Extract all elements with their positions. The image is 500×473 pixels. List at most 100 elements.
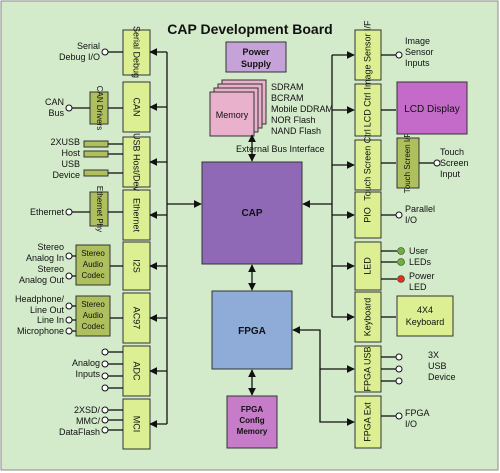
memory-type: NOR Flash — [271, 115, 316, 125]
module-label: PIO — [362, 207, 372, 223]
bus-label: External Bus Interface — [236, 144, 325, 154]
svg-text:Codec: Codec — [81, 271, 104, 280]
svg-text:Analog: Analog — [72, 358, 100, 368]
svg-text:USB: USB — [428, 361, 447, 371]
svg-text:I/O: I/O — [405, 419, 417, 429]
svg-text:Config: Config — [239, 416, 264, 425]
chip-ethernet-phy — [89, 191, 109, 227]
module-label: FPGA Ext — [362, 402, 372, 442]
ext-label-line-in: Line In — [37, 315, 64, 325]
cap-label: CAP — [241, 208, 262, 219]
cap-block — [201, 161, 303, 265]
svg-text:Audio: Audio — [83, 260, 104, 269]
right-modules — [354, 29, 382, 449]
svg-text:Serial: Serial — [77, 41, 100, 51]
usb-host-port-2 — [83, 150, 109, 158]
usb-host-port-1 — [83, 140, 109, 148]
chip-label: Touch Screen I/F — [403, 133, 412, 194]
memory-stack — [209, 79, 267, 137]
svg-text:4X4: 4X4 — [417, 305, 433, 315]
module-serial-debug — [122, 29, 151, 76]
svg-text:Touch: Touch — [440, 147, 464, 157]
module-label: CAN — [132, 97, 142, 116]
module-label: Ethernet — [132, 198, 142, 233]
module-fpga-usb — [354, 345, 382, 393]
memory-label: Memory — [216, 110, 249, 120]
svg-text:Keyboard: Keyboard — [406, 317, 445, 327]
module-keyboard — [354, 291, 382, 343]
svg-text:MMC/: MMC/ — [76, 416, 100, 426]
left-modules — [122, 29, 151, 450]
svg-text:Parallel: Parallel — [405, 204, 435, 214]
fpga-label: FPGA — [238, 326, 266, 337]
svg-text:Sensor: Sensor — [405, 47, 434, 57]
module-label: LED — [362, 257, 372, 275]
svg-text:Stereo: Stereo — [81, 249, 105, 258]
svg-text:Image: Image — [405, 36, 430, 46]
module-led — [354, 241, 382, 291]
svg-text:Analog In: Analog In — [26, 253, 64, 263]
svg-text:Power: Power — [242, 47, 270, 57]
svg-text:Bus: Bus — [48, 108, 64, 118]
memory-type: Mobile DDRAM — [271, 104, 333, 114]
module-touch-screen-ctrl — [354, 139, 382, 191]
lcd-display-label: LCD Display — [404, 104, 460, 115]
chip-label: Ethernet Phy — [95, 186, 104, 232]
svg-text:FPGA: FPGA — [405, 408, 430, 418]
svg-text:Screen: Screen — [440, 158, 469, 168]
module-fpga-ext — [354, 395, 382, 449]
module-label: AC97 — [132, 307, 142, 330]
fpga-block — [211, 290, 293, 370]
svg-text:Supply: Supply — [241, 59, 271, 69]
module-can — [122, 81, 151, 133]
svg-text:LEDs: LEDs — [409, 257, 432, 267]
chip-label: CAN Drivers — [95, 86, 104, 130]
svg-text:Stereo: Stereo — [37, 242, 64, 252]
svg-text:FPGA: FPGA — [241, 405, 263, 414]
module-image-sensor — [354, 29, 382, 81]
module-label: Keyboard — [362, 298, 372, 337]
svg-text:Stereo: Stereo — [81, 300, 105, 309]
memory-type: NAND Flash — [271, 126, 321, 136]
module-ac97 — [122, 292, 151, 344]
svg-text:Stereo: Stereo — [37, 264, 64, 274]
module-label: Serial Debug — [132, 26, 142, 78]
svg-text:CAN: CAN — [45, 97, 64, 107]
fpga-config-block — [226, 395, 278, 449]
svg-text:Host: Host — [61, 148, 80, 158]
lcd-display — [396, 81, 468, 135]
user-led-1 — [397, 247, 405, 255]
ext-label-ethernet: Ethernet — [30, 207, 65, 217]
module-adc — [122, 345, 151, 397]
svg-text:DataFlash: DataFlash — [59, 427, 100, 437]
module-lcd-ctrl — [354, 83, 382, 137]
svg-text:Inputs: Inputs — [405, 58, 430, 68]
svg-text:Audio: Audio — [83, 311, 104, 320]
ext-label-microphone: Microphone — [17, 326, 64, 336]
module-label: MCI — [132, 416, 142, 433]
user-led-2 — [397, 258, 405, 266]
svg-text:Debug I/O: Debug I/O — [59, 52, 100, 62]
module-label: LCD Ctrl — [362, 93, 372, 128]
svg-text:User: User — [409, 246, 428, 256]
module-label: USB Host/Dev — [132, 133, 142, 192]
svg-text:Device: Device — [52, 170, 80, 180]
svg-text:3X: 3X — [428, 350, 439, 360]
module-label: ADC — [132, 361, 142, 381]
keyboard-4x4 — [396, 295, 454, 337]
